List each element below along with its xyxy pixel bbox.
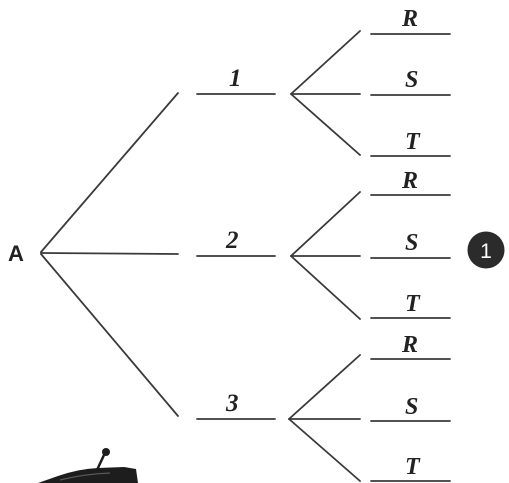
branch-label: 1 (229, 65, 242, 92)
leaf-label-t: T (405, 454, 421, 480)
branch-1: 1 R S T (196, 6, 451, 157)
leaf-label-s: S (405, 67, 418, 93)
edge-root-to-3 (40, 253, 179, 417)
branch-label: 2 (225, 227, 239, 254)
branch-label: 3 (225, 390, 239, 417)
edge-3-to-r (288, 354, 361, 420)
edge-1-to-r (290, 30, 361, 95)
leaf-label-s: S (405, 394, 418, 420)
leaf-label-t: T (405, 129, 421, 155)
leaf-label-r: R (401, 332, 418, 358)
leaf-label-r: R (401, 168, 418, 194)
edge-root-to-2 (40, 252, 179, 255)
edge-2-to-t (290, 255, 361, 320)
badge-number: 1 (480, 240, 492, 263)
leaf-label-s: S (405, 230, 418, 256)
edge-root-to-1 (40, 92, 179, 253)
leaf-label-t: T (405, 291, 421, 317)
edge-3-to-t (288, 418, 361, 482)
branch-3: 3 R S T (196, 332, 451, 482)
edge-2-to-r (290, 191, 361, 257)
cartoon-illustration-icon (38, 448, 138, 483)
branch-2: 2 R S T (196, 168, 451, 320)
root-label: A (8, 241, 24, 266)
badge-circle (467, 231, 505, 269)
step-number-badge: 1 (467, 231, 505, 269)
edge-1-to-t (290, 93, 361, 156)
leaf-label-r: R (401, 6, 418, 32)
